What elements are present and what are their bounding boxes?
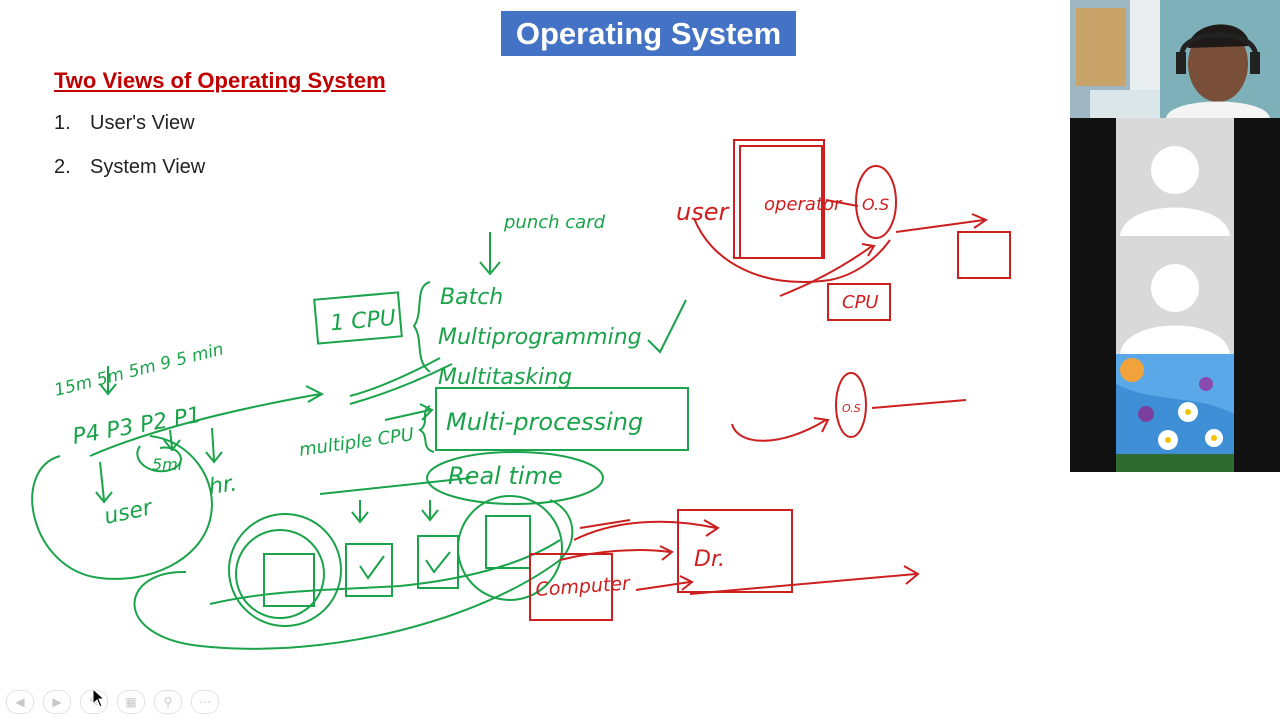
- ink-user-red: user: [676, 198, 730, 226]
- zoom-icon[interactable]: ⚲: [154, 690, 182, 714]
- participant-tile[interactable]: [1116, 236, 1234, 354]
- views-list: 1. User's View 2. System View: [54, 112, 205, 200]
- ink-dr: Dr.: [694, 547, 725, 572]
- flowers-image: [1116, 354, 1234, 472]
- ink-multiprogramming: Multiprogramming: [438, 325, 642, 350]
- webcam-panel: [1070, 0, 1280, 472]
- ink-times: 15m 5m 5m 9 5 min: [52, 339, 225, 400]
- more-icon[interactable]: ⋯: [191, 690, 219, 714]
- list-item: 2. System View: [54, 156, 206, 178]
- avatar-icon: [1120, 146, 1230, 236]
- ink-cpu: CPU: [842, 292, 879, 313]
- ink-os: O.S: [862, 195, 889, 214]
- ink-1cpu: 1 CPU: [329, 306, 397, 337]
- green-ink: [31, 232, 689, 650]
- ink-hr: hr.: [207, 471, 238, 500]
- next-icon[interactable]: ▶: [43, 690, 71, 714]
- slideshow-toolbar: ◀ ▶ ✎ ▦ ⚲ ⋯: [6, 690, 219, 714]
- ink-punch-card: punch card: [503, 212, 606, 233]
- ink-multiple-cpu: multiple CPU: [298, 424, 416, 461]
- ink-annotations: punch card 1 CPU Batch Multiprogramming …: [31, 139, 1011, 650]
- participant-tile[interactable]: [1116, 118, 1234, 236]
- ink-realtime: Real time: [448, 462, 563, 490]
- ink-os-small: O.S: [842, 402, 861, 415]
- ink-batch: Batch: [440, 285, 503, 310]
- ink-operator: operator: [764, 194, 843, 215]
- red-ink: [529, 139, 1011, 621]
- ink-multiprocessing: Multi-processing: [446, 408, 643, 436]
- mouse-cursor-icon: [92, 688, 106, 708]
- presenter-video[interactable]: [1070, 0, 1280, 118]
- presenter-icon: [1070, 0, 1280, 118]
- slide-title: Operating System: [515, 15, 782, 51]
- ink-multitasking: Multitasking: [438, 365, 572, 390]
- prev-icon[interactable]: ◀: [6, 690, 34, 714]
- slides-icon[interactable]: ▦: [117, 690, 145, 714]
- ink-computer: Computer: [535, 572, 632, 601]
- list-item: 1. User's View: [54, 112, 195, 134]
- avatar-icon: [1120, 264, 1230, 354]
- ink-5min: 5mi: [152, 455, 183, 474]
- ink-user-left: user: [102, 495, 156, 530]
- slide-subtitle: Two Views of Operating System: [54, 68, 386, 93]
- participant-tile[interactable]: [1116, 354, 1234, 472]
- slide-title-banner: Operating System: [501, 11, 796, 56]
- ink-processes: P4 P3 P2 P1: [71, 403, 203, 450]
